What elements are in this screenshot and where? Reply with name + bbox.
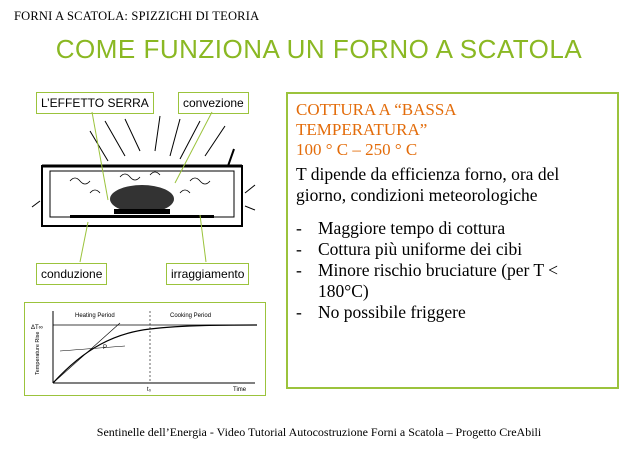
panel-heading-line-1: COTTURA A “BASSA: [296, 100, 457, 119]
graph-t-label: t₀: [147, 387, 152, 393]
panel-heading-line-3: 100 ° C – 250 ° C: [296, 140, 418, 159]
cooking-info-panel: COTTURA A “BASSA TEMPERATURA” 100 ° C – …: [286, 92, 619, 389]
convection-waves: [69, 171, 211, 194]
bullet-item: -No possibile friggere: [296, 302, 466, 322]
bullet-item: -Cottura più uniforme dei cibi: [296, 239, 523, 259]
graph-p-label: P: [103, 345, 107, 351]
sun-rays: [89, 115, 226, 162]
graph-theta-label: ΔT∞: [31, 325, 43, 331]
label-convezione: convezione: [178, 92, 249, 114]
label-irraggiamento: irraggiamento: [166, 263, 250, 285]
graph-y-label: Temperature Rise: [35, 332, 41, 375]
slide-header: FORNI A SCATOLA: SPIZZICHI DI TEORIA: [14, 9, 260, 23]
bullet-item: -Minore rischio bruciature (per T < 180°…: [296, 260, 559, 301]
solar-oven-diagram: [31, 115, 256, 227]
bullet-item: -Maggiore tempo di cottura: [296, 218, 506, 238]
panel-bullet-list: -Maggiore tempo di cottura -Cottura più …: [296, 218, 609, 323]
graph-heating-label: Heating Period: [75, 313, 115, 319]
label-conduzione: conduzione: [36, 263, 108, 285]
label-effetto-serra: L’EFFETTO SERRA: [36, 92, 154, 114]
panel-text: T dipende da efficienza forno, ora del g…: [296, 164, 560, 205]
cooking-pot: [110, 185, 174, 213]
graph-cooking-label: Cooking Period: [170, 313, 211, 319]
slide-title: COME FUNZIONA UN FORNO A SCATOLA: [55, 34, 583, 64]
graph-x-label: Time: [233, 387, 247, 393]
temperature-graph: Heating Period Cooking Period ΔT∞ Time t…: [24, 302, 266, 396]
slide-footer: Sentinelle dell’Energia - Video Tutorial…: [96, 425, 542, 439]
panel-heading-line-2: TEMPERATURA”: [296, 120, 428, 139]
